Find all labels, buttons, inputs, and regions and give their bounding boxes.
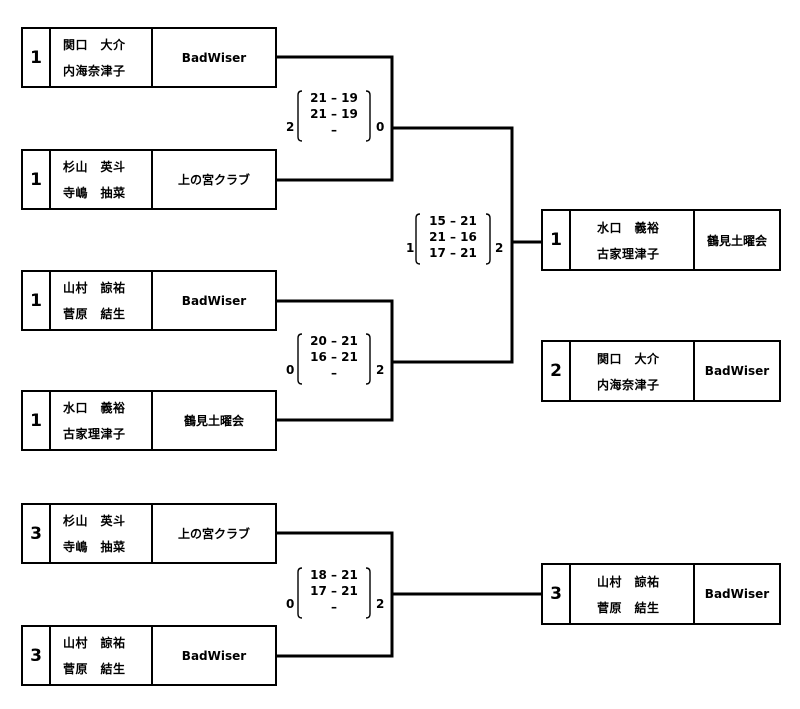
player-name: 関口 大介 (597, 351, 660, 366)
club-name: BadWiser (181, 293, 247, 308)
games-won-right: 0 (376, 120, 385, 134)
seed-number: 2 (543, 342, 571, 400)
club-name: BadWiser (181, 648, 247, 663)
score-bracket (297, 333, 371, 385)
seed-number: 1 (543, 211, 571, 269)
score-bracket (297, 90, 371, 142)
games-won-right: 2 (376, 363, 385, 377)
game-score: 21 – 19 (310, 91, 358, 105)
player-names: 水口 義裕 古家理津子 (571, 211, 695, 269)
entry-card: 2 関口 大介 内海奈津子 BadWiser (541, 340, 781, 402)
bracket-line-semi-top (392, 126, 514, 242)
club-name: 上の宮クラブ (177, 173, 250, 187)
entry-card: 3 山村 諒祐 菅原 結生 BadWiser (541, 563, 781, 625)
score-bracket (415, 213, 491, 265)
seed-number: 1 (23, 272, 51, 329)
player-names: 山村 諒祐 菅原 結生 (571, 565, 695, 623)
game-score: 20 – 21 (310, 334, 358, 348)
match-score: 2 21 – 19 21 – 19 – 0 (286, 88, 392, 144)
player-names: 杉山 英斗 寺嶋 抽菜 (51, 151, 153, 208)
player-name: 水口 義裕 (63, 401, 126, 415)
match-score: 1 15 – 21 21 – 16 17 – 21 2 (406, 211, 512, 267)
game-score: 21 – 16 (429, 230, 477, 244)
game-score: 16 – 21 (310, 350, 358, 364)
game-scores: 18 – 21 17 – 21 – (302, 567, 366, 615)
player-name: 杉山 英斗 (63, 160, 126, 174)
game-scores: 15 – 21 21 – 16 17 – 21 (420, 213, 486, 261)
entry-card: 3 山村 諒祐 菅原 結生 BadWiser (21, 625, 277, 686)
game-score: – (331, 123, 337, 137)
player-names: 山村 諒祐 菅原 結生 (51, 627, 153, 684)
game-score: 17 – 21 (429, 246, 477, 260)
player-names: 山村 諒祐 菅原 結生 (51, 272, 153, 329)
seed-number: 3 (543, 565, 571, 623)
player-name: 古家理津子 (63, 427, 126, 441)
games-won-right: 2 (495, 241, 504, 255)
seed-number: 3 (23, 505, 51, 562)
player-name: 杉山 英斗 (63, 514, 126, 528)
player-name: 内海奈津子 (63, 64, 126, 78)
entry-card: 1 水口 義裕 古家理津子 鶴見土曜会 (541, 209, 781, 271)
player-name: 古家理津子 (597, 246, 660, 261)
player-name: 水口 義裕 (597, 220, 660, 235)
game-score: 21 – 19 (310, 107, 358, 121)
player-name: 内海奈津子 (597, 377, 660, 392)
games-won-left: 0 (286, 597, 295, 611)
entry-card: 1 山村 諒祐 菅原 結生 BadWiser (21, 270, 277, 331)
entry-card: 1 関口 大介 内海奈津子 BadWiser (21, 27, 277, 88)
player-name: 山村 諒祐 (63, 281, 126, 295)
seed-number: 1 (23, 392, 51, 449)
games-won-left: 1 (406, 241, 415, 255)
club-name: BadWiser (704, 587, 770, 601)
games-won-right: 2 (376, 597, 385, 611)
match-score: 0 20 – 21 16 – 21 – 2 (286, 331, 392, 387)
seed-number: 1 (23, 29, 51, 86)
player-name: 山村 諒祐 (597, 574, 660, 589)
match-score: 0 18 – 21 17 – 21 – 2 (286, 565, 392, 621)
bracket-line-semi-bottom (392, 242, 514, 364)
bracket-line-match-1 (276, 55, 394, 182)
club-name: BadWiser (704, 364, 770, 378)
games-won-left: 2 (286, 120, 295, 134)
games-won-left: 0 (286, 363, 295, 377)
game-score: 18 – 21 (310, 568, 358, 582)
score-bracket (297, 567, 371, 619)
player-name: 寺嶋 抽菜 (63, 186, 126, 200)
club-name: 鶴見土曜会 (706, 233, 767, 248)
seed-number: 1 (23, 151, 51, 208)
entry-card: 1 水口 義裕 古家理津子 鶴見土曜会 (21, 390, 277, 451)
club-name: 上の宮クラブ (177, 527, 250, 541)
player-names: 関口 大介 内海奈津子 (51, 29, 153, 86)
club-name: BadWiser (181, 50, 247, 65)
entry-card: 1 杉山 英斗 寺嶋 抽菜 上の宮クラブ (21, 149, 277, 210)
player-names: 杉山 英斗 寺嶋 抽菜 (51, 505, 153, 562)
game-scores: 20 – 21 16 – 21 – (302, 333, 366, 381)
player-names: 関口 大介 内海奈津子 (571, 342, 695, 400)
player-name: 菅原 結生 (63, 307, 126, 321)
seed-number: 3 (23, 627, 51, 684)
player-name: 寺嶋 抽菜 (63, 540, 126, 554)
player-names: 水口 義裕 古家理津子 (51, 392, 153, 449)
player-name: 菅原 結生 (597, 600, 660, 615)
game-scores: 21 – 19 21 – 19 – (302, 90, 366, 138)
club-name: 鶴見土曜会 (183, 414, 244, 428)
player-name: 関口 大介 (63, 38, 126, 52)
game-score: – (331, 366, 337, 380)
game-score: 15 – 21 (429, 214, 477, 228)
game-score: 17 – 21 (310, 584, 358, 598)
player-name: 菅原 結生 (63, 662, 126, 676)
entry-card: 3 杉山 英斗 寺嶋 抽菜 上の宮クラブ (21, 503, 277, 564)
game-score: – (331, 600, 337, 614)
player-name: 山村 諒祐 (63, 636, 126, 650)
